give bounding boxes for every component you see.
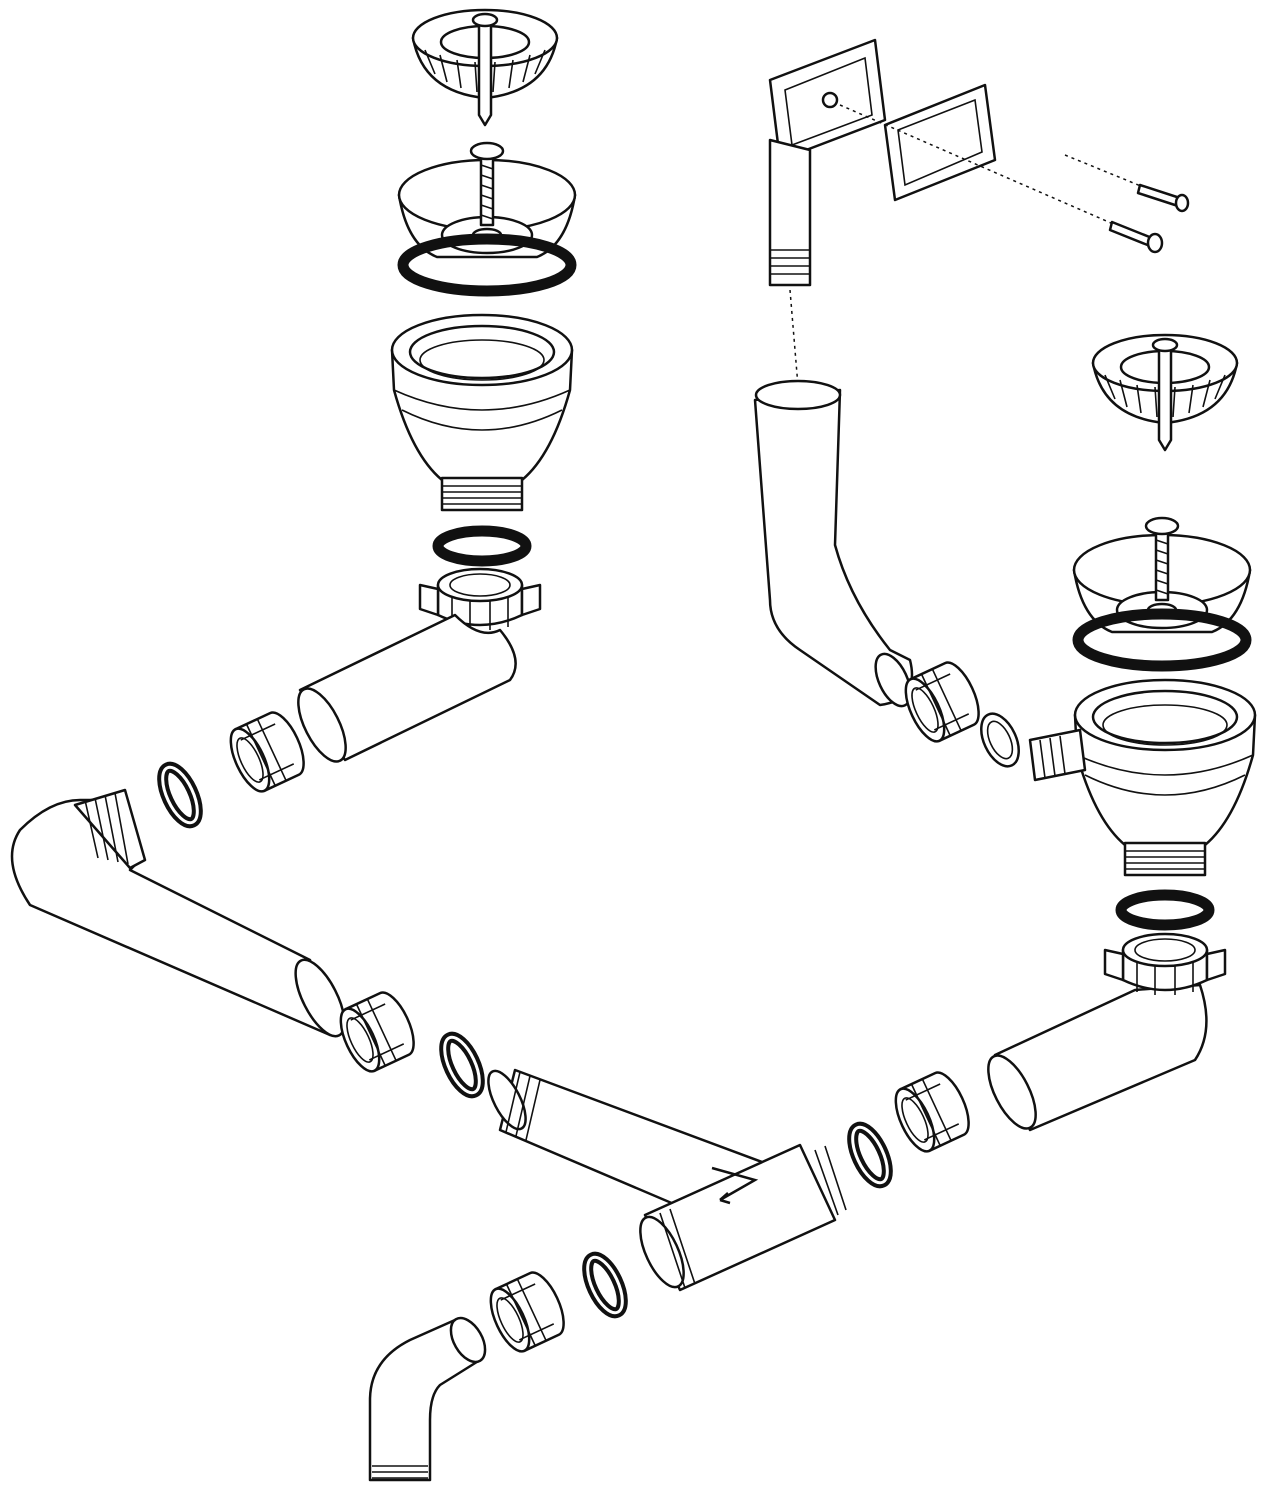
gasket-ring-left-top bbox=[432, 525, 532, 567]
flow-arrow-icon bbox=[711, 1166, 759, 1205]
union-nut-4 bbox=[481, 1265, 573, 1358]
overflow-plate bbox=[768, 38, 887, 287]
tee-nut-left bbox=[418, 567, 542, 632]
gasket-ring-1 bbox=[156, 762, 205, 827]
elbow-pipe-left-long bbox=[10, 788, 346, 1038]
tee-nut-right bbox=[1103, 932, 1227, 997]
strainer-basket-left bbox=[411, 8, 559, 127]
union-nut-2 bbox=[331, 985, 423, 1078]
gasket-ring-3 bbox=[846, 1122, 895, 1187]
strainer-basket-right bbox=[1091, 333, 1239, 452]
screw-2 bbox=[1108, 220, 1164, 254]
screw-1 bbox=[1136, 183, 1190, 213]
elbow-pipe-left-upper bbox=[297, 613, 517, 763]
union-nut-1 bbox=[221, 705, 313, 798]
gasket-ring-right-top bbox=[1115, 889, 1215, 931]
overflow-inlet-thread bbox=[1028, 728, 1087, 782]
elbow-pipe-right bbox=[987, 983, 1208, 1132]
gasket-ring-4 bbox=[581, 1252, 630, 1317]
strainer-plug-left bbox=[399, 143, 575, 291]
strainer-plug-right bbox=[1074, 518, 1250, 666]
drain-body-right bbox=[1073, 678, 1257, 877]
outlet-elbow bbox=[368, 1316, 487, 1482]
union-nut-3 bbox=[886, 1065, 978, 1158]
tee-junction-pipe bbox=[639, 1143, 847, 1292]
overflow-gasket bbox=[883, 83, 997, 202]
gasket-ring-2 bbox=[438, 1032, 487, 1097]
overflow-tube bbox=[753, 379, 914, 708]
drain-body-left bbox=[390, 313, 574, 512]
overflow-ring bbox=[980, 712, 1020, 768]
